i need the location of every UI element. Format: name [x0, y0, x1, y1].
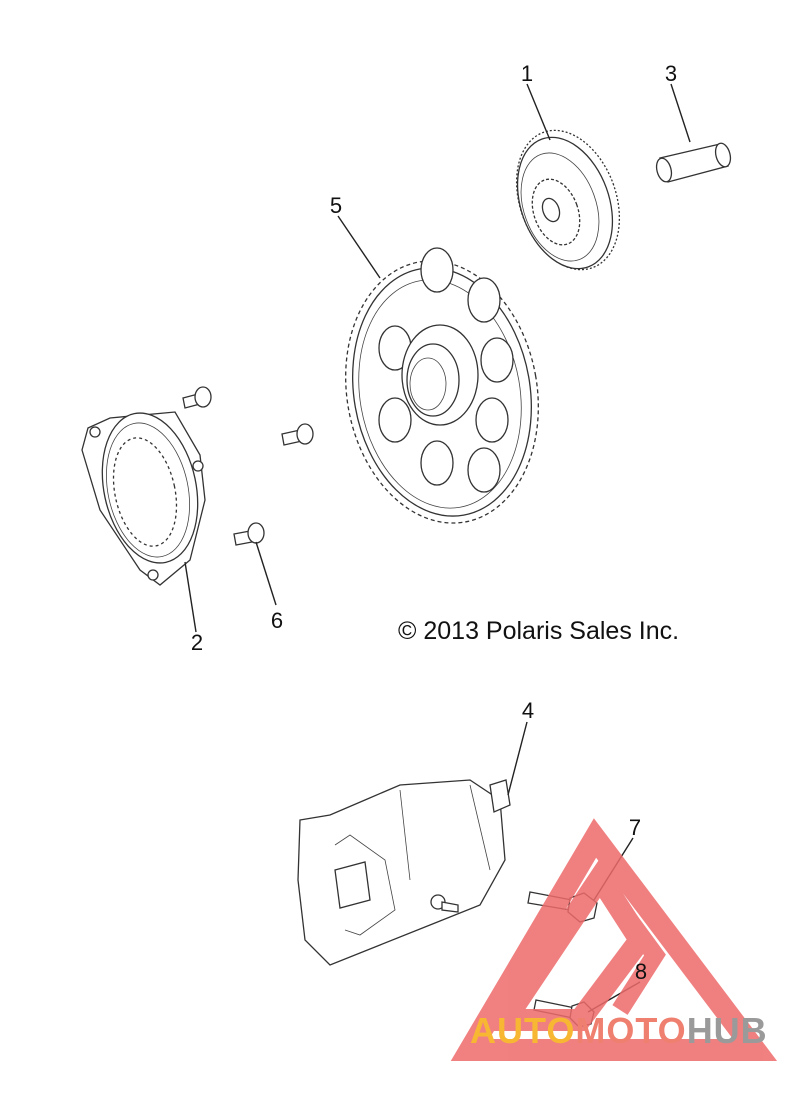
part-6-bolts: [182, 386, 314, 546]
watermark-hub: HUB: [687, 1010, 768, 1051]
callout-6: 6: [271, 608, 283, 633]
watermark-logo: [450, 818, 778, 1061]
watermark-auto: AUTO: [470, 1010, 575, 1051]
callout-8: 8: [635, 959, 647, 984]
part-4-starter-motor: [297, 779, 511, 966]
callout-5: 5: [330, 193, 342, 218]
part-3-pin: [655, 142, 732, 183]
callout-2: 2: [191, 630, 203, 655]
callout-4: 4: [522, 698, 534, 723]
part-1-starter-gear: [515, 129, 621, 271]
part-5-large-gear: [345, 247, 539, 524]
part-2-clutch-housing: [81, 411, 206, 586]
callout-7: 7: [629, 815, 641, 840]
copyright-notice: © 2013 Polaris Sales Inc.: [398, 617, 679, 645]
watermark-text: AUTOMOTOHUB: [470, 1010, 768, 1051]
callout-3: 3: [665, 61, 677, 86]
watermark-moto: MOTO: [575, 1010, 686, 1051]
callout-1: 1: [521, 61, 533, 86]
